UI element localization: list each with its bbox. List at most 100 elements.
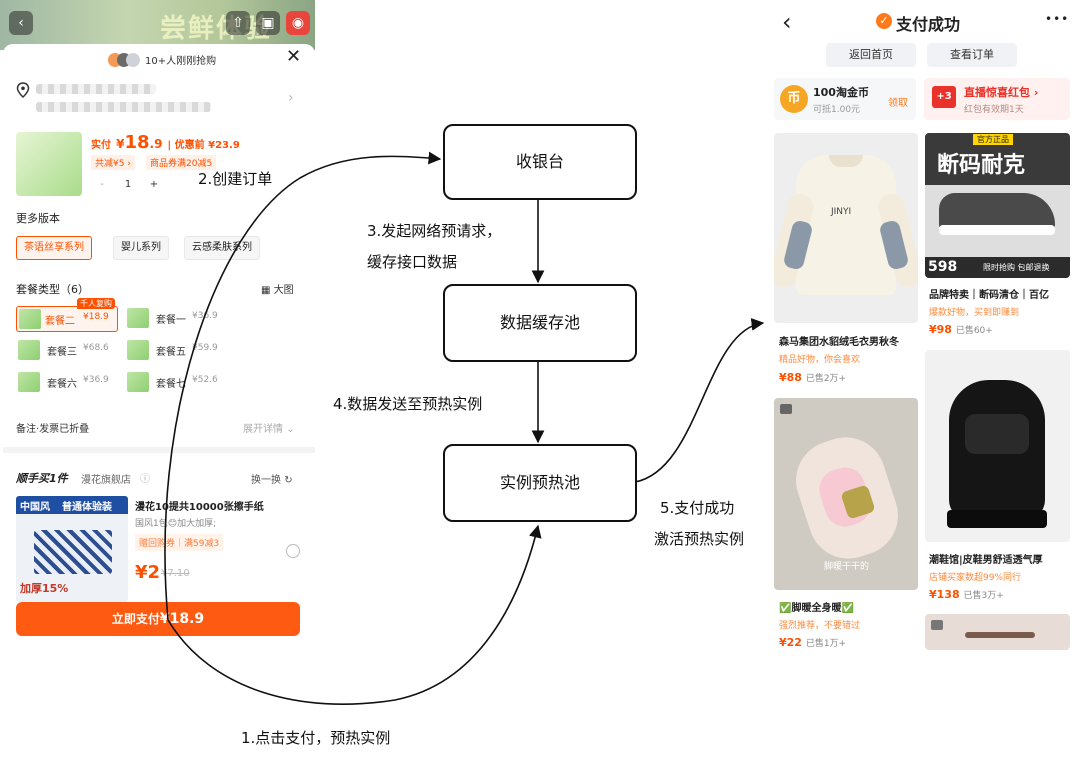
close-icon[interactable]: ✕: [286, 46, 302, 67]
package-thumb: [127, 340, 149, 360]
label-step5-line2: 激活预热实例: [654, 530, 745, 548]
product-image[interactable]: JINYI: [774, 133, 918, 323]
coupon-tag: 商品券满20减5: [146, 155, 217, 170]
product-subtitle: 强烈推荐，不要错过: [779, 621, 861, 631]
product-subtitle: 爆款好物，买到即赚到: [929, 308, 1020, 318]
quantity-value[interactable]: 1: [124, 179, 132, 190]
versions-label: 更多版本: [16, 212, 60, 225]
product-title[interactable]: ✅脚暖全身暖✅: [779, 603, 854, 614]
back-icon[interactable]: ‹: [9, 11, 33, 35]
buyer-ticker: 10+人刚刚抢购: [145, 56, 217, 67]
chevron-down-icon: ⌄: [286, 424, 295, 435]
redpacket-card[interactable]: +3 直播惊喜红包 › 红包有效期1天: [924, 78, 1070, 120]
package-option[interactable]: 套餐六 ¥36.9: [16, 370, 116, 394]
package-thumb: [18, 340, 40, 360]
label-step2: 2.创建订单: [198, 170, 273, 188]
discount-tag[interactable]: 共减¥5 ›: [91, 155, 135, 170]
product-thumbnail: [16, 132, 82, 196]
page-title: 支付成功: [896, 15, 961, 34]
minus-button[interactable]: -: [100, 179, 104, 190]
radio-icon[interactable]: [286, 544, 300, 558]
product-image-text: JINYI: [831, 207, 852, 217]
product-image[interactable]: 脚暖干干的: [774, 398, 918, 590]
coin-icon: 币: [780, 85, 808, 113]
addon-product-title: 漫花10提共10000张擦手纸: [135, 502, 264, 513]
addon-price: ¥2: [135, 562, 161, 583]
product-subtitle: 精品好物，你会喜欢: [779, 355, 861, 365]
section-divider: [3, 447, 315, 453]
plus-button[interactable]: +: [149, 179, 159, 190]
version-option[interactable]: 茶语丝享系列: [16, 236, 92, 260]
package-option[interactable]: 套餐三 ¥68.6: [16, 338, 116, 362]
product-price: ¥22 已售1万+: [779, 636, 847, 649]
chevron-right-icon[interactable]: ›: [288, 90, 294, 106]
hot-badge: 千人复购: [77, 298, 115, 309]
redpacket-sub: 红包有效期1天: [964, 105, 1024, 115]
package-thumb: [19, 309, 41, 329]
redpacket-icon: +3: [932, 86, 956, 108]
product-price: 实付 ¥18.9 | 优惠前 ¥23.9: [91, 132, 240, 153]
grid-icon: ▦: [261, 285, 274, 296]
check-circle-icon: ✓: [876, 13, 892, 29]
video-icon: [780, 404, 792, 414]
return-home-button[interactable]: 返回首页: [826, 43, 916, 67]
badge-icon[interactable]: ◉: [286, 11, 310, 35]
back-icon[interactable]: ‹: [782, 8, 792, 36]
claim-button[interactable]: 领取: [888, 98, 908, 109]
package-thumb: [18, 372, 40, 392]
version-option[interactable]: 云感柔肤系列: [184, 236, 260, 260]
coin-card[interactable]: 币 100淘金币 可抵1.00元 领取: [774, 78, 916, 120]
location-icon: [16, 82, 30, 102]
arrow-activate: [634, 318, 765, 483]
quantity-stepper: - 1 +: [91, 176, 165, 194]
version-option[interactable]: 婴儿系列: [113, 236, 169, 260]
product-image-text: 脚暖干干的: [824, 562, 870, 572]
product-price: ¥138 已售3万+: [929, 588, 1004, 601]
expand-details[interactable]: 展开详情 ⌄: [243, 424, 295, 435]
view-toggle[interactable]: ▦ 大图: [261, 285, 294, 296]
product-image[interactable]: [925, 614, 1070, 650]
addon-store: 漫花旗舰店: [81, 475, 131, 486]
addon-title: 顺手买1件: [16, 472, 68, 485]
left-order-screen: ‹ 尝鲜体验 ⇧ ▣ ◉ 10+人刚刚抢购 ✕ › 实付 ¥18.9 | 优惠前…: [0, 0, 315, 650]
package-thumb: [127, 308, 149, 328]
package-option[interactable]: 套餐二 ¥18.9: [16, 306, 118, 332]
label-step3-line2: 缓存接口数据: [367, 253, 458, 271]
product-banner: ‹ 尝鲜体验 ⇧ ▣ ◉: [0, 0, 315, 50]
pay-now-button[interactable]: 立即支付¥18.9: [16, 602, 300, 636]
package-option[interactable]: 套餐五 ¥59.9: [125, 338, 225, 362]
label-step4: 4.数据发送至预热实例: [333, 395, 483, 413]
swap-button[interactable]: 换一换 ↻: [251, 475, 293, 486]
addon-product-sub: 国风1包😊加大加厚;: [135, 519, 217, 529]
cart-icon[interactable]: ▣: [256, 11, 280, 35]
address-redacted: [36, 102, 211, 112]
node-cashier: 收银台: [443, 124, 637, 200]
remark-label: 备注·发票已折叠: [16, 424, 90, 435]
redpacket-title: 直播惊喜红包 ›: [964, 86, 1039, 99]
package-option[interactable]: 套餐七 ¥52.6: [125, 370, 225, 394]
view-order-button[interactable]: 查看订单: [927, 43, 1017, 67]
product-image[interactable]: [925, 350, 1070, 542]
addon-image: 中国风 普通体验装 加厚15%: [16, 496, 128, 602]
address-redacted: [36, 84, 156, 94]
product-title[interactable]: 森马集团水貂绒毛衣男秋冬: [779, 337, 899, 348]
label-step1: 1.点击支付，预热实例: [241, 729, 391, 747]
node-cache-pool: 数据缓存池: [443, 284, 637, 362]
addon-strike-price: ¥7.10: [161, 568, 190, 579]
product-subtitle: 店铺买家数超99%同行: [929, 573, 1022, 583]
label-step5-line1: 5.支付成功: [660, 499, 735, 517]
product-image-tag: 限时抢购 包邮退换: [983, 263, 1050, 272]
coin-sub: 可抵1.00元: [813, 105, 861, 115]
share-icon[interactable]: ⇧: [226, 11, 250, 35]
product-title[interactable]: 潮鞋馆|皮鞋男舒适透气厚: [929, 555, 1043, 566]
banner-fragment: 尝鲜体验: [160, 14, 273, 44]
avatar: [126, 53, 140, 67]
product-title[interactable]: 品牌特卖｜断码清仓｜百亿: [929, 290, 1049, 301]
addon-deal-tag: 赠回购券｜满59减3: [135, 534, 224, 551]
refresh-icon: ↻: [284, 475, 293, 486]
product-image-badge: 官方正品: [973, 134, 1013, 145]
info-icon[interactable]: ⓘ: [140, 474, 150, 485]
node-warm-pool: 实例预热池: [443, 444, 637, 522]
more-icon[interactable]: •••: [1045, 12, 1070, 26]
product-image[interactable]: 官方正品 断码耐克 598 限时抢购 包邮退换: [925, 133, 1070, 278]
